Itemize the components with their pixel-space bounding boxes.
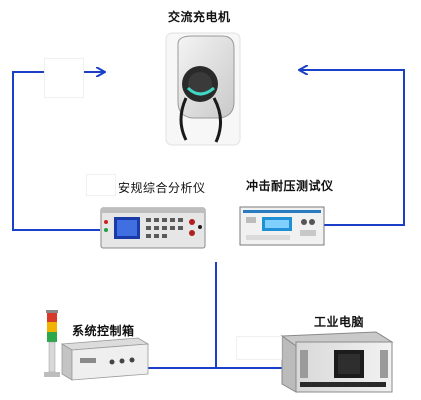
analyzer-label: 安规综合分析仪 <box>118 181 206 195</box>
charger-label: 交流充电机 <box>168 10 231 24</box>
impulse-tester-icon <box>239 206 325 246</box>
industrial-pc-label: 工业电脑 <box>314 315 365 329</box>
right-connector-line <box>300 70 405 226</box>
analyzer-label-placeholder-box <box>86 174 116 196</box>
safety-analyzer-icon <box>100 207 206 249</box>
control-box-label: 系统控制箱 <box>72 324 135 338</box>
ev-charger-icon <box>165 32 241 146</box>
impulse-tester-label: 冲击耐压测试仪 <box>246 179 334 193</box>
tower-light-icon <box>44 310 60 377</box>
control-box-icon <box>60 337 150 381</box>
industrial-pc-icon <box>280 331 394 393</box>
left-placeholder-box <box>44 58 84 98</box>
pc-placeholder-box <box>236 336 282 360</box>
